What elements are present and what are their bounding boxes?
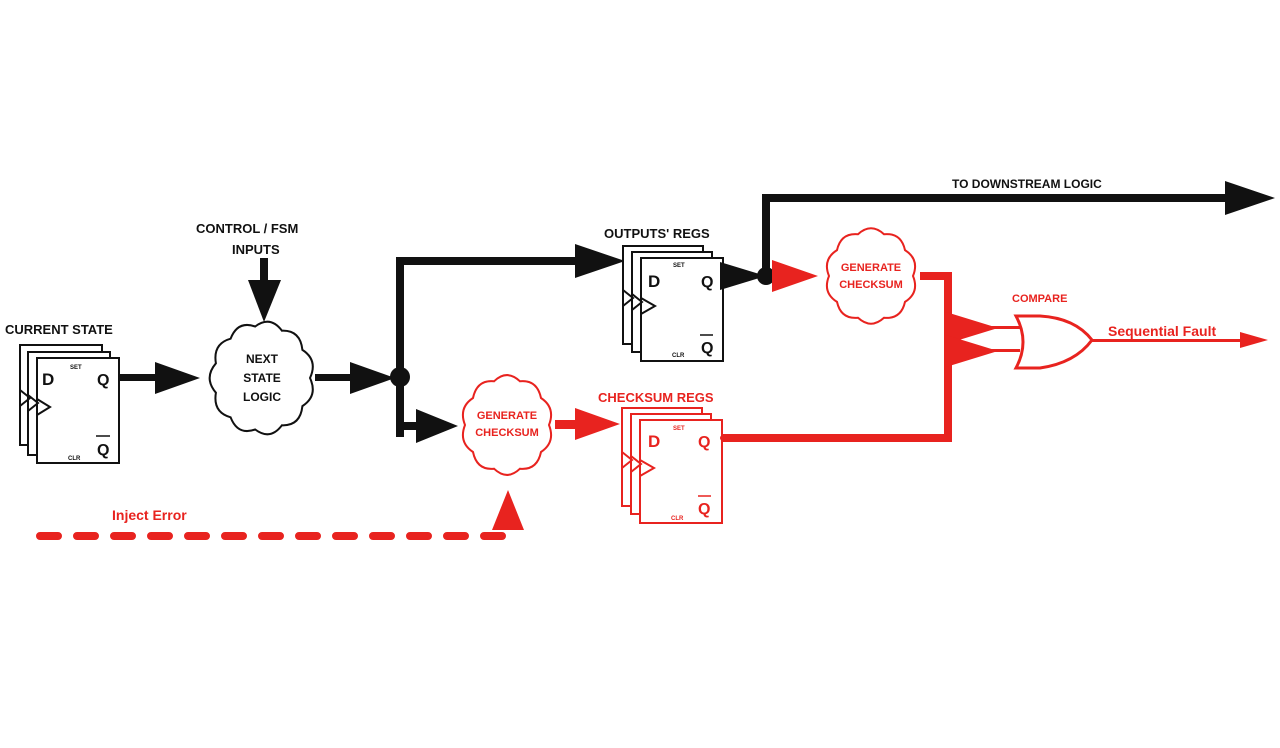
flipflop-front	[36, 357, 120, 464]
gen-checksum-top-line2: CHECKSUM	[839, 279, 903, 291]
current-state-label: CURRENT STATE	[5, 322, 113, 337]
next-state-logic-cloud	[208, 320, 314, 436]
checksum-bottom-to-regs-wire	[555, 408, 620, 440]
to-downstream-label: TO DOWNSTREAM LOGIC	[952, 177, 1102, 191]
checksum-regs-to-compare-wire	[720, 434, 952, 442]
ff-d-label: D	[648, 432, 660, 451]
arrowhead-icon	[416, 409, 458, 443]
outputs-q-wire	[720, 181, 1275, 290]
ff-qbar-label: Q	[97, 442, 109, 459]
outputs-register-stack	[622, 245, 724, 362]
branch-wires	[396, 244, 625, 443]
sequential-fault-label: Sequential Fault	[1108, 323, 1216, 339]
inject-error-arrowhead-icon	[492, 490, 524, 530]
arrowhead-icon	[946, 335, 998, 367]
arrowhead-icon	[155, 362, 200, 394]
ff-qbar-label: Q	[698, 501, 710, 518]
ff-clr-label: CLR	[671, 516, 684, 522]
outputs-regs-label: OUTPUTS' REGS	[604, 226, 710, 241]
control-inputs-arrow	[248, 258, 281, 322]
ff-d-label: D	[648, 272, 660, 291]
ff-q-label: Q	[698, 434, 710, 451]
gen-checksum-top-line1: GENERATE	[841, 262, 901, 274]
ff-qbar-label: Q	[701, 340, 713, 357]
next-state-label-line3: LOGIC	[243, 390, 281, 404]
ff-set-label: SET	[673, 263, 685, 269]
control-inputs-label-line2: INPUTS	[232, 242, 280, 257]
next-state-label-line2: STATE	[243, 371, 281, 385]
arrowhead-icon	[575, 244, 625, 278]
arrowhead-icon	[248, 280, 281, 322]
arrowhead-icon	[946, 312, 998, 344]
arrowhead-icon	[1240, 332, 1268, 348]
current-state-to-next-state-wire	[119, 362, 200, 394]
flipflop-front	[639, 419, 723, 524]
ff-q-label: Q	[701, 274, 713, 291]
generate-checksum-cloud-top	[825, 227, 917, 325]
ff-clr-label: CLR	[68, 456, 81, 462]
control-inputs-label-line1: CONTROL / FSM	[196, 221, 298, 236]
ff-set-label: SET	[673, 426, 685, 432]
next-state-label-line1: NEXT	[246, 352, 279, 366]
sequential-fault-output	[1092, 332, 1268, 348]
arrowhead-icon	[1225, 181, 1275, 215]
ff-set-label: SET	[70, 365, 82, 371]
gen-checksum-bottom-line2: CHECKSUM	[475, 427, 539, 439]
inject-error-label: Inject Error	[112, 507, 187, 523]
gen-checksum-bottom-line1: GENERATE	[477, 410, 537, 422]
arrowhead-icon	[720, 262, 766, 290]
checksum-register-stack	[621, 407, 723, 524]
compare-or-gate	[1013, 314, 1094, 370]
flipflop-front	[640, 257, 724, 362]
ff-q-label: Q	[97, 372, 109, 389]
checksum-top-to-compare-wire	[920, 272, 1020, 442]
arrowhead-icon	[772, 260, 818, 292]
compare-label: COMPARE	[1012, 293, 1067, 305]
arrowhead-icon	[575, 408, 620, 440]
current-state-register-stack	[19, 344, 120, 464]
generate-checksum-cloud-bottom	[461, 374, 553, 476]
ff-d-label: D	[42, 370, 54, 389]
checksum-regs-label: CHECKSUM REGS	[598, 390, 714, 405]
next-state-to-junction-wire	[315, 362, 410, 394]
ff-clr-label: CLR	[672, 353, 685, 359]
arrowhead-icon	[350, 362, 395, 394]
